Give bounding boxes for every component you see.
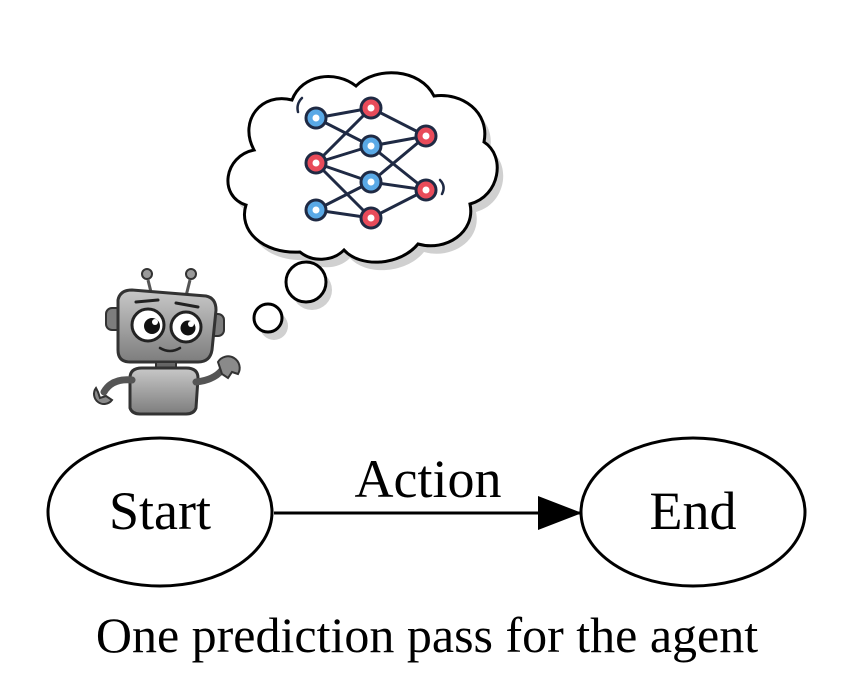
network-edge	[314, 106, 373, 165]
arrowhead-icon	[538, 496, 582, 530]
robot-icon	[93, 268, 241, 416]
action-edge: Action	[274, 449, 582, 530]
network-node-core	[422, 186, 430, 194]
network-node-core	[312, 206, 320, 214]
network-node-core	[367, 178, 375, 186]
signal-arc	[438, 178, 445, 196]
signal-arc	[296, 96, 304, 114]
start-node: Start	[46, 436, 274, 588]
network-node-core	[312, 114, 320, 122]
network-edge	[314, 161, 373, 220]
network-node-core	[367, 214, 375, 222]
caption: One prediction pass for the agent	[96, 607, 758, 663]
thought-bubble-icon	[226, 71, 504, 340]
network-node-core	[367, 142, 375, 150]
network-edge	[370, 144, 427, 192]
end-node: End	[579, 436, 807, 588]
edge-label: Action	[355, 449, 502, 509]
network-node-core	[367, 104, 375, 112]
start-node-label: Start	[109, 481, 211, 541]
end-node-label: End	[650, 481, 737, 541]
network-node-core	[422, 132, 430, 140]
network-node-core	[312, 159, 320, 167]
neural-network-icon	[296, 96, 445, 230]
network-edge	[370, 134, 427, 184]
